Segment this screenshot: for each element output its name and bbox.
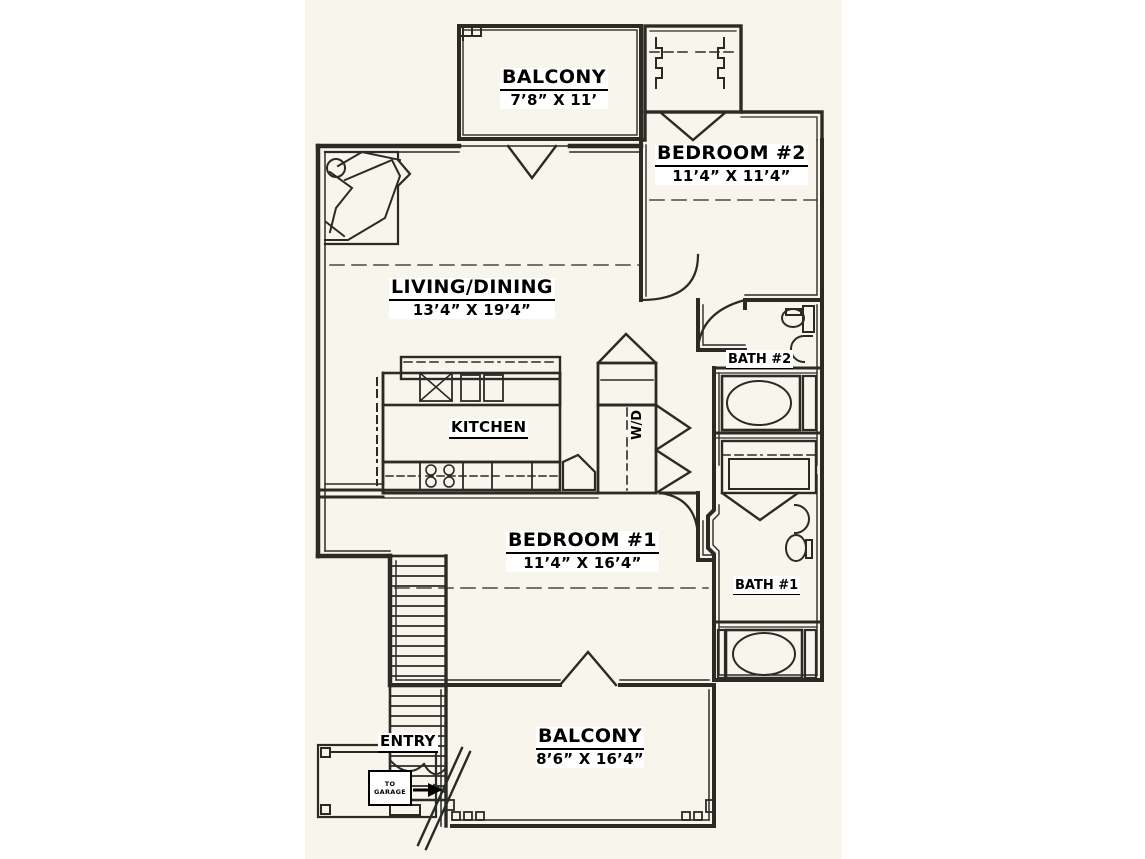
room-label-bath-1: BATH #1 <box>733 576 801 595</box>
room-name: BALCONY <box>500 67 608 91</box>
room-name: BEDROOM #2 <box>655 143 808 167</box>
room-label-kitchen: KITCHEN <box>449 419 529 439</box>
room-dimensions: 8’6” X 16’4” <box>536 749 644 768</box>
room-label-balcony-bottom: BALCONY 8’6” X 16’4” <box>536 726 644 768</box>
to-garage-arrow <box>413 783 442 797</box>
room-label-living-dining: LIVING/DINING 13’4” X 19’4” <box>389 277 555 319</box>
room-dimensions: 11’4” X 11’4” <box>672 166 791 185</box>
room-label-balcony-top: BALCONY 7’8” X 11’ <box>500 67 608 109</box>
washer-dryer-label: W/D <box>630 410 645 440</box>
to-garage-line1: TO <box>384 780 396 788</box>
room-dimensions: 13’4” X 19’4” <box>412 300 532 319</box>
to-garage-line2: GARAGE <box>374 788 406 797</box>
room-label-bedroom-2: BEDROOM #2 11’4” X 11’4” <box>655 143 808 185</box>
room-name: BATH #2 <box>726 352 794 369</box>
room-name: BALCONY <box>536 726 644 750</box>
room-label-bath-2: BATH #2 <box>726 350 794 369</box>
room-dimensions: 7’8” X 11’ <box>510 90 598 109</box>
room-name: ENTRY <box>378 733 438 753</box>
room-name: KITCHEN <box>449 419 529 439</box>
room-name: LIVING/DINING <box>389 277 555 301</box>
room-dimensions: 11’4” X 16’4” <box>523 553 642 572</box>
room-name: BATH #1 <box>733 578 801 595</box>
room-label-entry: ENTRY <box>378 733 438 753</box>
to-garage-callout: TO GARAGE <box>368 770 412 806</box>
room-name: BEDROOM #1 <box>506 530 659 554</box>
room-label-bedroom-1: BEDROOM #1 11’4” X 16’4” <box>506 530 659 572</box>
walls-thick <box>315 24 824 851</box>
